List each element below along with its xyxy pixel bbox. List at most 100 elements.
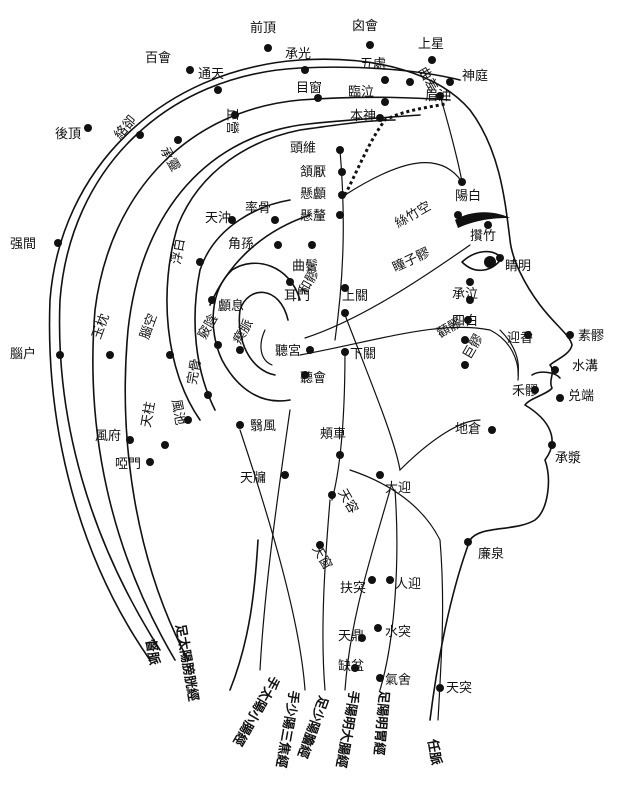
dot-xiaguan (341, 348, 349, 356)
label-shenting: 神庭 (462, 68, 488, 84)
dot-chengqi (466, 296, 474, 304)
label-qiangjian: 强間 (10, 237, 36, 252)
dot-wuchu (381, 76, 389, 84)
label-xuanlu: 懸顱 (300, 187, 326, 202)
dot-qucha (406, 78, 414, 86)
stomach-jaw-line (331, 349, 346, 501)
label-tianzhu: 天柱 (139, 400, 158, 428)
dot-shangxing (428, 56, 436, 64)
label-lianquan: 廉泉 (478, 546, 504, 562)
label-taiyang-bladder: 足太陽膀胱經 (172, 623, 201, 703)
dot-hanyan (338, 168, 346, 176)
label-tianchuang: 天窗 (309, 542, 336, 573)
dot-cuanzhu (484, 221, 492, 229)
label-shuitu: 水突 (385, 624, 411, 640)
dot-sizhukong (454, 211, 462, 219)
ear (212, 262, 301, 402)
dot-qiangjian (54, 239, 62, 247)
label-shangguan: 上關 (342, 289, 368, 304)
label-tinghui: 聽會 (300, 371, 326, 386)
label-tianchong: 天沖 (205, 211, 231, 226)
dot-yifeng (236, 421, 244, 429)
label-yifeng: 翳風 (250, 419, 276, 434)
dot-tongziliao (466, 278, 474, 286)
dot-qiaoyin (214, 341, 222, 349)
small-intestine-neck-line (239, 429, 306, 691)
label-dicang: 地倉 (455, 422, 481, 437)
dot-yangbai (458, 178, 466, 186)
dot-touwei (336, 146, 344, 154)
gb-forehead-line (344, 162, 463, 196)
dot-houding (84, 124, 92, 132)
bladder-line-1 (92, 96, 451, 661)
dot-fengchi (184, 416, 192, 424)
dot-meichong (436, 92, 444, 100)
label-naokong: 腦空 (138, 312, 161, 342)
dot-tinghui (301, 371, 309, 379)
ear-inner-line (238, 291, 289, 376)
label-shangxing: 上星 (418, 37, 444, 52)
label-fengchi: 風池 (168, 398, 187, 426)
label-xuanli: 懸釐 (300, 209, 326, 224)
label-yangming-stomach: 足陽明胃經 (370, 690, 392, 756)
dot-juliao (461, 361, 469, 369)
dot-suliao (566, 331, 574, 339)
dot-dicang (488, 426, 496, 434)
label-heliao2: 禾髎 (512, 384, 538, 399)
label-houding: 後頂 (55, 127, 81, 142)
label-baihui: 百會 (145, 51, 171, 66)
eyebrow-shape (455, 212, 510, 228)
label-tianyou: 天牖 (240, 471, 266, 486)
stomach-face-line (344, 314, 481, 472)
dot-luxi (208, 296, 216, 304)
label-linqi: 臨泣 (348, 85, 374, 100)
label-chengjiang: 承漿 (555, 451, 581, 466)
label-chengqi: 承泣 (452, 287, 478, 302)
dot-qishe (376, 674, 384, 682)
label-suliao: 素髎 (578, 329, 604, 344)
large-intestine-neck-line (344, 489, 391, 691)
label-shuaigu: 率骨 (245, 200, 271, 216)
label-taiyang-small: 手太陽小腸經 (230, 673, 283, 749)
label-zhengying: 正營 (224, 108, 239, 134)
label-luoque: 絡卻 (111, 112, 140, 142)
dot-luoque (136, 131, 144, 139)
label-duiduan: 兑端 (568, 389, 594, 404)
label-tinggong: 聽宮 (275, 343, 301, 359)
dot-baihui (186, 66, 194, 74)
label-cuanzhu: 攢竹 (470, 229, 496, 244)
label-yingxiang: 迎香 (507, 331, 533, 346)
label-chimai: 瘈脈 (230, 316, 257, 347)
acupoint-dots (54, 41, 574, 692)
dot-tianchong (228, 216, 236, 224)
dot-tiantu (436, 684, 444, 692)
dot-heliao2 (531, 386, 539, 394)
label-sibai: 四白 (452, 313, 478, 329)
sanjiao-line-upper (209, 214, 311, 306)
dot-jingming (496, 254, 504, 262)
dot-zhengying (231, 111, 239, 119)
stomach-neck-line-2 (379, 489, 398, 691)
dot-chengling (174, 136, 182, 144)
dot-fubai (196, 258, 204, 266)
label-yamen: 啞門 (115, 457, 141, 472)
label-xinhui: 囟會 (352, 19, 378, 34)
dot-qubin (308, 241, 316, 249)
gallbladder-line-1 (166, 119, 396, 421)
dot-tongtian (214, 86, 222, 94)
dot-tianzhu (161, 441, 169, 449)
label-yangbai: 陽白 (455, 188, 481, 204)
label-renmai: 任脈 (424, 737, 444, 766)
label-sizhukong: 絲竹空 (393, 199, 434, 231)
renmai-neck-line (349, 469, 444, 721)
label-naohu: 腦户 (10, 346, 36, 362)
dot-wangu (204, 391, 212, 399)
label-xiaguan: 下關 (350, 347, 376, 362)
eye-shape (461, 250, 503, 271)
dot-chengjiang (548, 441, 556, 449)
dot-sibai (464, 316, 472, 324)
dot-chengguang (301, 66, 309, 74)
label-wuchu: 五處 (360, 57, 386, 72)
